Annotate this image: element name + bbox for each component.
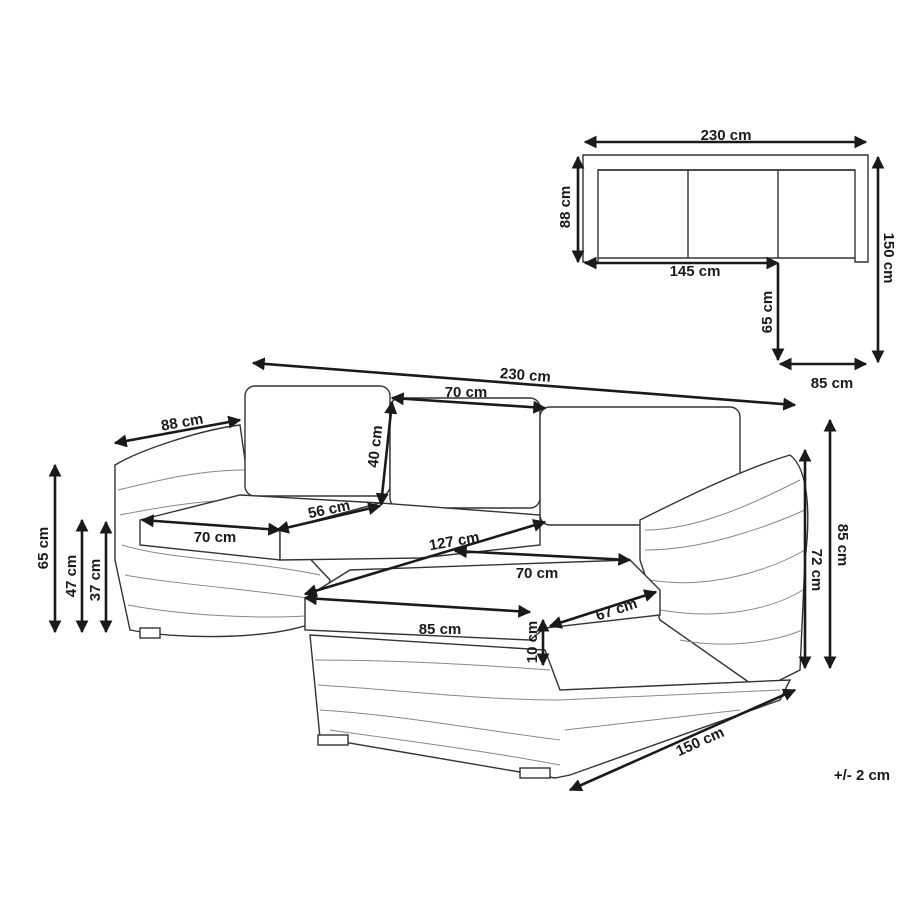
plan-chaise-width-label: 85 cm (811, 375, 854, 392)
frame-height-label: 37 cm (87, 559, 104, 602)
leg (139, 627, 161, 639)
plan-chaise-ext-label: 65 cm (759, 291, 776, 334)
cushion-thickness-label: 10 cm (524, 621, 541, 664)
chaise-total-depth-arrow (568, 688, 797, 792)
tolerance-label: +/- 2 cm (834, 767, 890, 784)
plan-width-label: 230 cm (701, 127, 752, 144)
back-cushion-width-label: 70 cm (445, 384, 488, 401)
sofa-drawing (114, 385, 809, 779)
seat-width-arrow (303, 519, 547, 597)
back-cushion-width-arrow (390, 392, 547, 414)
seat-left-width-arrow (140, 514, 282, 536)
plan-depth-label: 88 cm (557, 186, 574, 229)
plan-outline (582, 154, 869, 263)
total-width-label: 230 cm (499, 365, 551, 386)
leg (317, 734, 349, 746)
total-height-label: 85 cm (834, 524, 851, 567)
chaise-cushion (304, 559, 661, 641)
chaise-width-label: 85 cm (419, 621, 462, 638)
arm-depth-label: 88 cm (160, 411, 205, 435)
chaise-width-arrow (303, 592, 532, 618)
arm-height-label: 65 cm (35, 527, 52, 570)
chaise-cushion-width-label: 70 cm (516, 565, 559, 582)
seat-height-label: 47 cm (63, 555, 80, 598)
arm-depth-arrow (113, 415, 242, 448)
leg (519, 767, 551, 779)
chaise-cushion-width-arrow (453, 545, 632, 566)
chaise-depth-arrow (548, 589, 658, 629)
total-width-arrow (251, 357, 797, 411)
plan-sofa-length-label: 145 cm (670, 263, 721, 280)
back-frame-height-label: 72 cm (808, 549, 825, 592)
backrest-height-label: 40 cm (365, 424, 386, 468)
seat-depth-arrow (275, 502, 382, 534)
seat-left-width-label: 70 cm (194, 529, 237, 546)
back-cushion-middle (389, 397, 541, 509)
backrest-height-arrow (375, 400, 398, 507)
plan-total-depth-label: 150 cm (880, 233, 897, 284)
plan-view: 230 cm 88 cm 145 cm 65 cm 85 cm 150 cm (557, 127, 897, 392)
